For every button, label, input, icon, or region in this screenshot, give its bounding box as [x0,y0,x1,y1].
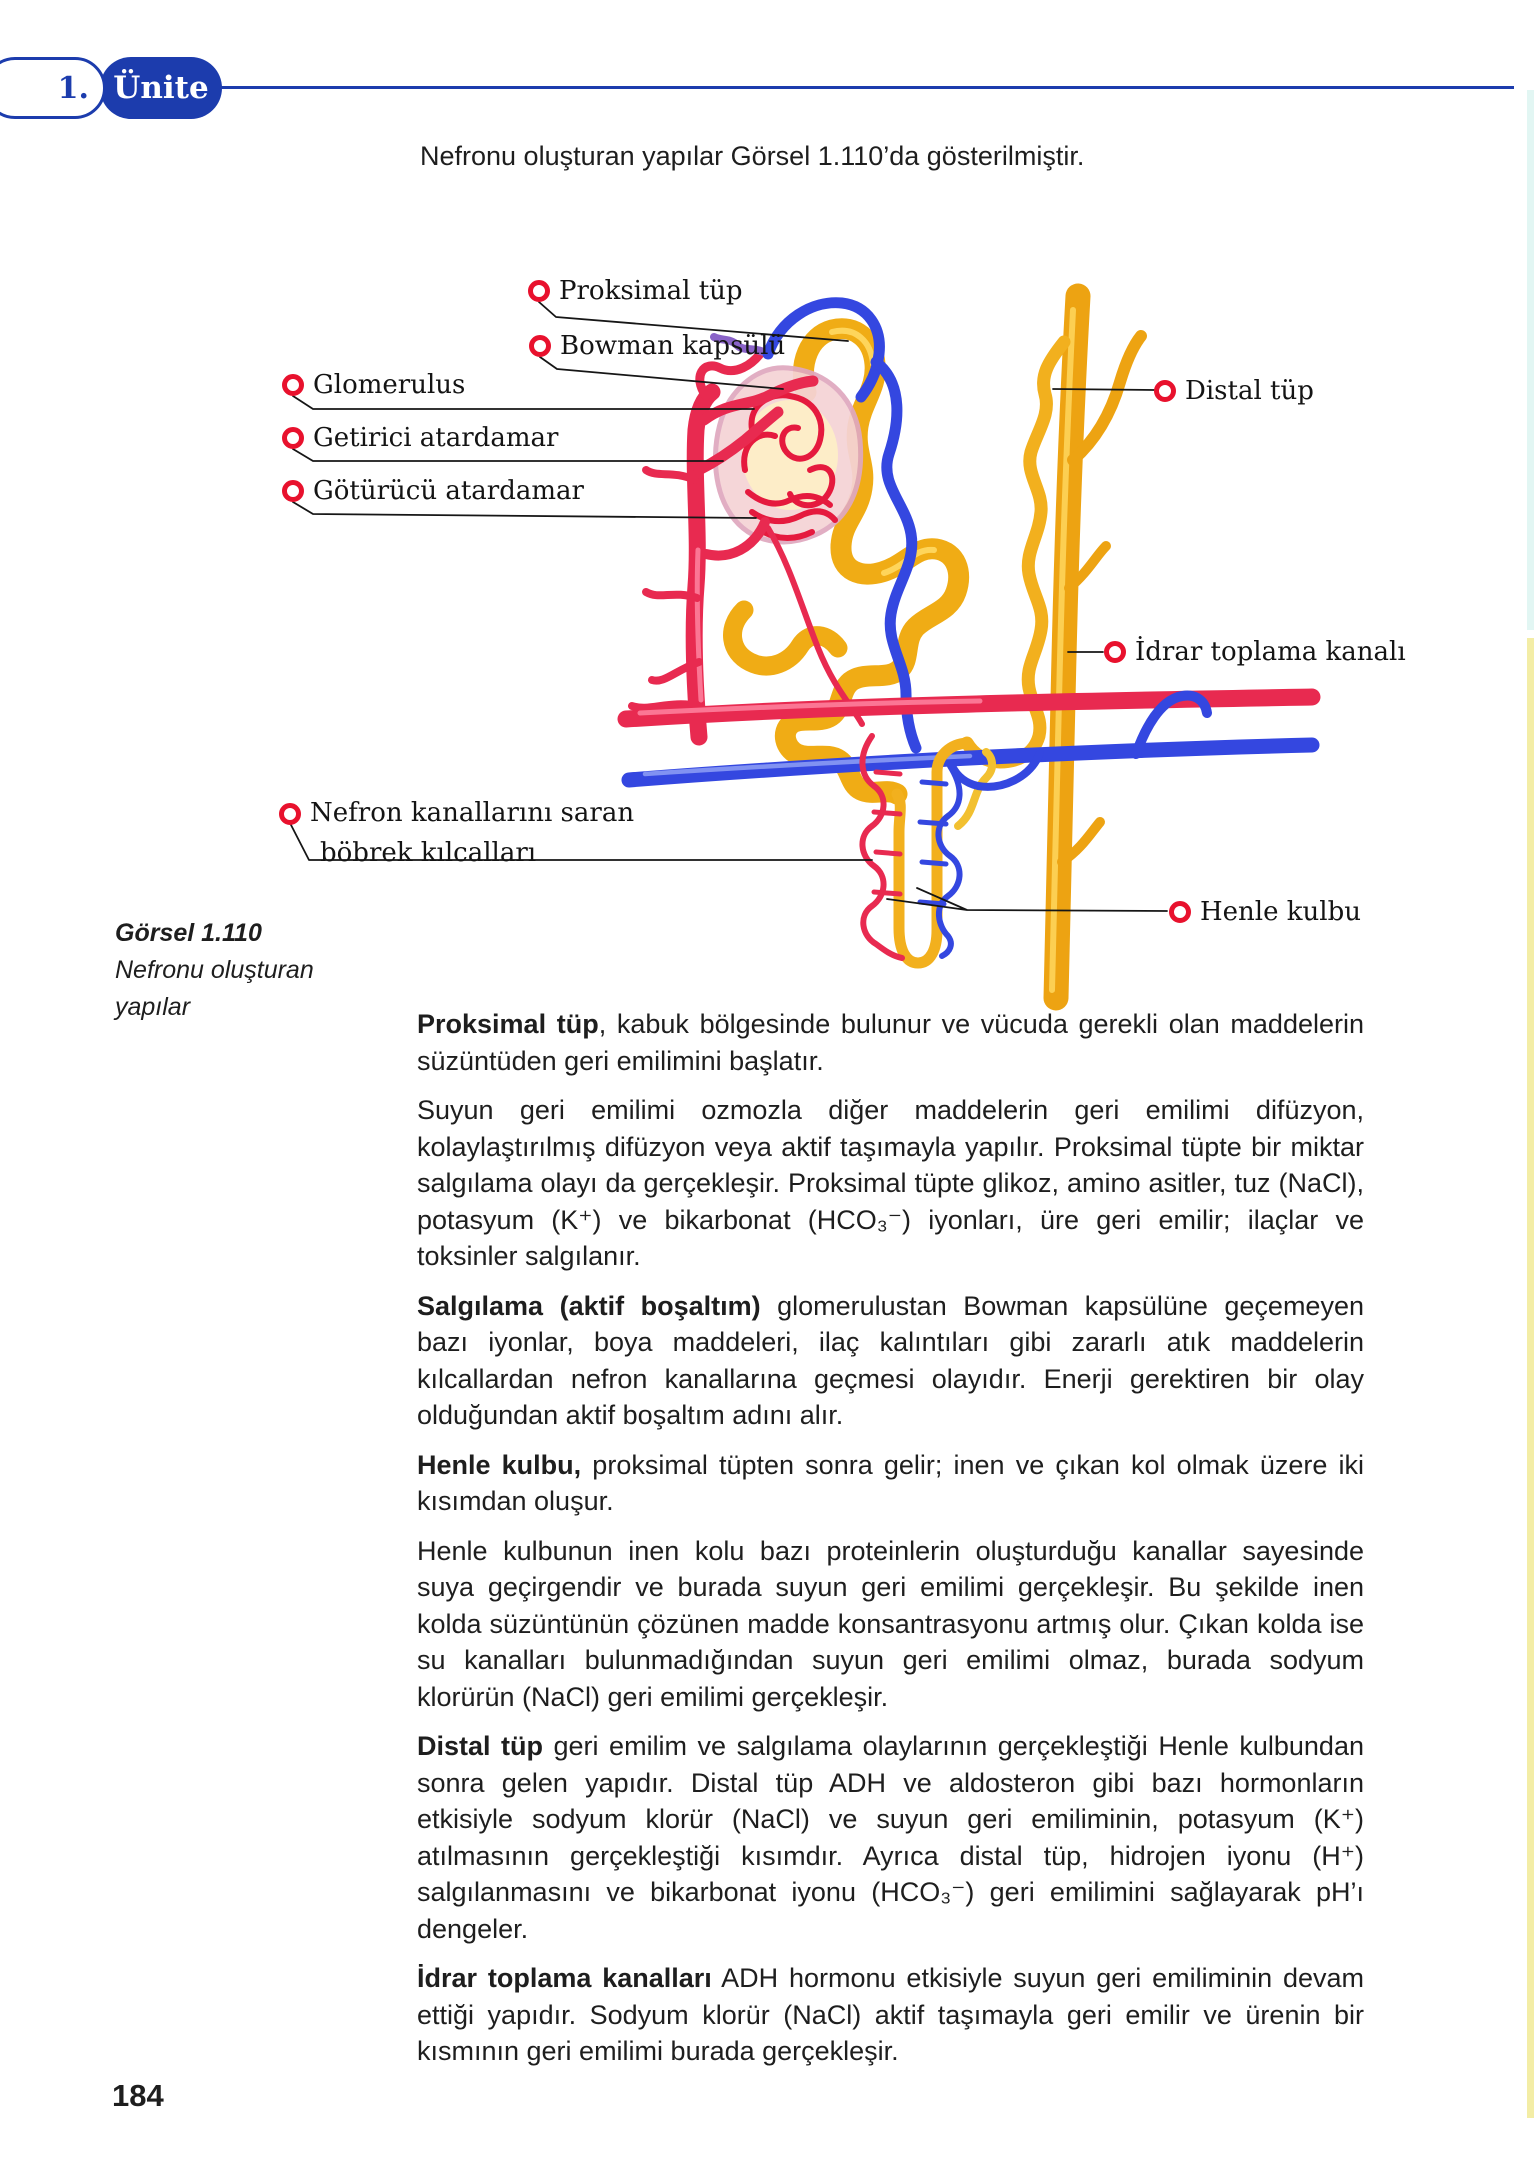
body-text: Proksimal tüp, kabuk bölgesinde bulunur … [417,1006,1364,2083]
label-idrar-toplama-kanali: İdrar toplama kanalı [1104,635,1406,669]
paragraph-rest: glomerulustan Bowman kapsülüne geçemeyen… [417,1290,1364,1431]
interlobular-artery [617,688,1321,728]
leader-glomerulus [292,395,755,410]
henle-loop-group [859,733,1044,969]
henle-loop [891,737,973,969]
label-getirici-atardamar: Getirici atardamar [282,421,558,455]
leader-lines-group [289,301,1168,912]
paragraph-salgilama: Salgılama (aktif boşaltım) glomerulustan… [417,1288,1364,1434]
paragraph-rest: ADH hormonu etkisiyle suyun geri emilimi… [417,1963,1364,2066]
paragraph-rest: , kabuk bölgesinde bulunur ve vücuda ger… [417,1009,1365,1076]
paragraph-henle-kulbu: Henle kulbu, proksimal tüpten sonra geli… [417,1447,1364,1520]
vein-descending [870,356,922,754]
label-ring-icon [1104,641,1126,663]
nephron-figure: Proksimal tüp Bowman kapsülü Glomerulus … [0,0,1535,1080]
label-text: Götürücü atardamar [313,476,584,506]
label-goturucu-atardamar: Götürücü atardamar [282,474,584,508]
unit-header: Ünite 1. [0,0,1535,130]
paragraph-proksimal-tup: Proksimal tüp, kabuk bölgesinde bulunur … [417,1006,1364,1079]
paragraph-rest: Henle kulbunun inen kolu bazı proteinler… [417,1535,1364,1712]
label-text: Bowman kapsülü [560,331,786,361]
paragraph-rest: proksimal tüpten sonra gelir; inen ve çı… [417,1449,1365,1517]
leader-henle [886,887,1168,912]
paragraph-rest: geri emilim ve salgılama olaylarının ger… [417,1731,1364,1944]
label-ring-icon [529,335,551,357]
header-rule [214,86,1514,89]
label-ring-icon [1154,380,1176,402]
leader-getirici [292,448,724,462]
unit-number-pill: 1. [0,57,106,119]
label-proksimal-tup: Proksimal tüp [528,274,743,308]
capillary-network-blue [917,749,1044,959]
label-nefron-kilcallari: Nefron kanallarını saran böbrek kılcalla… [279,793,634,873]
paragraph-distal-tup: Distal tüp geri emilim ve salgılama olay… [417,1728,1364,1947]
horizontal-vessels-group [617,688,1321,788]
nephron-illustration [289,283,1321,1011]
paragraph-idrar-toplama: İdrar toplama kanalları ADH hormonu etki… [417,1960,1364,2070]
figure-caption: Görsel 1.110 Nefronu oluşturan yapılar [115,915,375,1026]
label-text: Proksimal tüp [559,276,743,306]
paragraph-henle-kollari: Henle kulbunun inen kolu bazı proteinler… [417,1533,1364,1716]
label-henle-kulbu: Henle kulbu [1169,895,1361,929]
label-text-line2: böbrek kılcalları [320,838,537,868]
intro-sentence: Nefronu oluşturan yapılar Görsel 1.110’d… [420,141,1085,171]
label-text: Henle kulbu [1200,897,1361,927]
figure-caption-title: Görsel 1.110 [115,919,262,947]
efferent-arteriole [701,517,770,561]
paragraph-lead: İdrar toplama kanalları [417,1963,712,1993]
label-text: İdrar toplama kanalı [1135,637,1406,667]
label-text: Distal tüp [1185,376,1314,406]
label-bowman-kapsulu: Bowman kapsülü [529,329,785,363]
afferent-arteriole [693,406,784,476]
label-glomerulus: Glomerulus [282,368,465,402]
unit-number: 1. [57,70,89,106]
leader-goturucu [292,501,757,519]
paragraph-lead: Proksimal tüp [417,1009,599,1039]
vein-arc [762,297,885,403]
page-edge-tab-yellow [1527,638,1534,2118]
label-text: Getirici atardamar [313,423,559,453]
leader-distal [1052,388,1156,391]
label-ring-icon [282,374,304,396]
paragraph-lead: Salgılama (aktif boşaltım) [417,1290,761,1321]
page-edge-tab-cyan [1527,90,1534,630]
label-ring-icon [1169,901,1191,923]
label-ring-icon [528,280,550,302]
unit-label: Ünite [113,70,209,106]
leader-nefron-kilcal [289,822,873,861]
label-distal-tup: Distal tüp [1154,374,1314,408]
unit-label-pill: Ünite [100,57,222,119]
paragraph-lead: Distal tüp [417,1731,544,1761]
label-text: Nefron kanallarını saran böbrek kılcalla… [310,793,634,873]
label-ring-icon [279,803,301,825]
renal-artery-trunk [685,383,721,746]
label-ring-icon [282,427,304,449]
label-ring-icon [282,480,304,502]
paragraph-rest: Suyun geri emilimi ozmozla diğer maddele… [417,1095,1364,1271]
veins-top-group [710,297,922,754]
figure-caption-line2: yapılar [115,993,191,1021]
label-text: Glomerulus [313,370,466,400]
page-number: 184 [112,2078,164,2113]
paragraph-geri-emilim: Suyun geri emilimi ozmozla diğer maddele… [417,1092,1364,1275]
leader-proksimal-tup [538,301,849,342]
leader-bowman [539,356,784,390]
label-text-line1: Nefron kanallarını saran [310,798,635,828]
bowman-capsule-group [712,365,864,545]
capillary-network-red [859,733,905,961]
collecting-duct-branch [1067,330,1147,466]
figure-caption-line1: Nefronu oluşturan [115,956,314,984]
paragraph-lead: Henle kulbu, [417,1449,582,1480]
